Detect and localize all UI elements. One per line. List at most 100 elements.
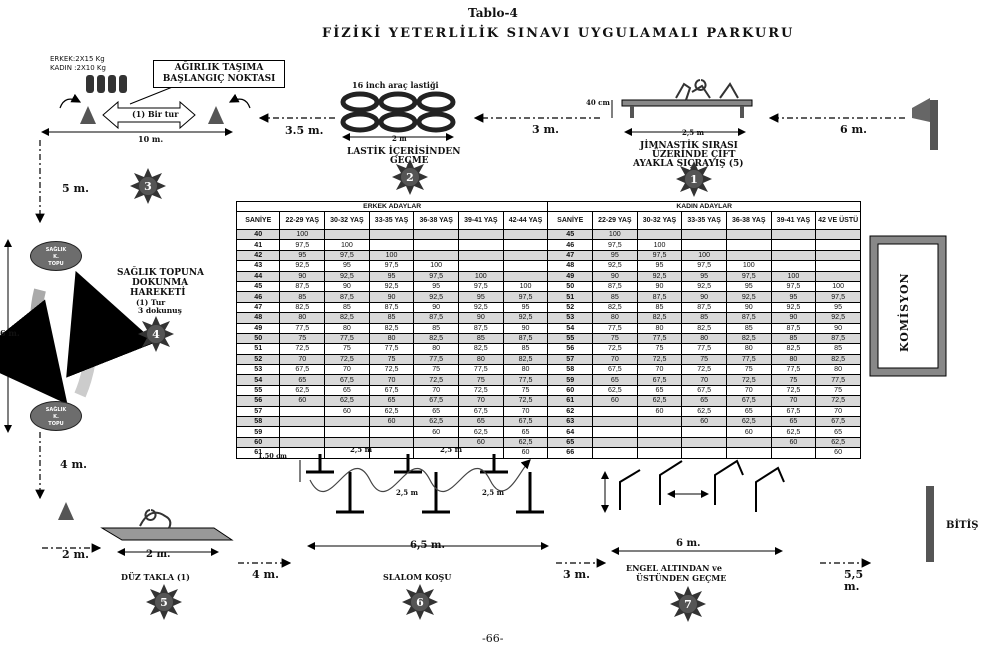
score-cell: 75 (681, 353, 727, 366)
score-cell (324, 228, 370, 241)
finish-post-icon (926, 486, 934, 562)
score-cell: 92,5 (725, 291, 772, 303)
score-cell (279, 447, 326, 459)
score-cell: 90 (725, 301, 772, 314)
score-cell: 90 (592, 270, 638, 282)
score-cell: 65 (725, 405, 772, 418)
score-cell: 82,5 (592, 301, 638, 314)
score-cell: 87,5 (458, 322, 504, 334)
seconds-cell: 53 (547, 312, 594, 324)
bench-icon (621, 79, 753, 118)
start-width: 10 m. (138, 134, 164, 144)
score-cell: 97,5 (815, 291, 861, 303)
score-cell (770, 228, 817, 241)
score-cell: 82,5 (324, 312, 370, 324)
ball-side-length: 6 m. (0, 328, 20, 338)
seconds-cell: 45 (235, 280, 281, 293)
badge-number: 5 (160, 596, 168, 609)
score-cell (725, 228, 772, 241)
score-cell: 72,5 (458, 384, 504, 397)
slalom-pole-icon (306, 454, 544, 514)
seconds-cell: 45 (547, 228, 594, 241)
weight-female: KADIN :2X10 Kg (50, 64, 106, 72)
score-cell: 75 (368, 353, 415, 366)
score-cell (725, 249, 772, 262)
score-cell (770, 249, 817, 262)
station-badge-6: 6 (402, 584, 438, 620)
group-female: KADIN ADAYLAR (547, 201, 861, 212)
seconds-cell: 62 (547, 405, 594, 418)
score-cell: 95 (502, 301, 549, 314)
seconds-cell: 52 (235, 353, 281, 366)
roll-width: 2 m. (146, 549, 171, 560)
score-cell: 90 (815, 322, 861, 334)
seconds-cell: 49 (235, 322, 281, 334)
score-cell: 82,5 (770, 343, 817, 355)
score-cell: 97,5 (770, 280, 817, 293)
distance-5-5m-unit: m. (844, 580, 860, 593)
score-cell: 67,5 (413, 395, 459, 407)
score-cell (502, 270, 549, 282)
score-cell (324, 447, 370, 459)
score-cell (770, 447, 817, 459)
score-cell: 75 (279, 332, 326, 345)
station-badge-7: 7 (670, 586, 706, 622)
score-cell: 65 (413, 405, 459, 418)
score-cell: 82,5 (458, 343, 504, 355)
score-cell: 80 (681, 332, 727, 345)
hurdle-name-2: ÜSTÜNDEN GEÇME (636, 573, 727, 583)
score-cell: 62,5 (458, 426, 504, 438)
score-cell: 72,5 (592, 343, 638, 355)
score-cell: 97,5 (413, 270, 459, 282)
score-cell: 75 (636, 343, 683, 355)
score-cell: 85 (681, 312, 727, 324)
score-cell: 70 (413, 384, 459, 397)
score-cell: 97,5 (368, 260, 415, 272)
score-cell: 100 (502, 280, 549, 293)
score-cell: 60 (681, 416, 727, 428)
score-cell: 70 (681, 374, 727, 386)
seconds-cell: 57 (547, 353, 594, 366)
score-cell: 60 (725, 426, 772, 438)
mat-icon (100, 509, 234, 541)
score-cell: 70 (279, 353, 326, 366)
score-cell (368, 239, 415, 251)
score-cell: 92,5 (815, 312, 861, 324)
badge-number: 6 (416, 596, 424, 609)
score-cell: 85 (368, 312, 415, 324)
score-cell: 75 (324, 343, 370, 355)
score-cell: 85 (279, 291, 326, 303)
score-cell: 95 (368, 270, 415, 282)
score-cell: 80 (279, 312, 326, 324)
column-header: 33-35 YAŞ (368, 211, 415, 230)
score-cell: 77,5 (279, 322, 326, 334)
score-cell (458, 260, 504, 272)
seconds-cell: 48 (235, 312, 281, 324)
seconds-cell: 50 (235, 332, 281, 345)
score-cell: 60 (279, 395, 326, 407)
score-cell: 70 (636, 364, 683, 376)
score-cell (502, 260, 549, 272)
score-cell: 95 (592, 249, 638, 262)
score-cell (279, 405, 326, 418)
score-cell: 97,5 (458, 280, 504, 293)
slalom-name: SLALOM KOŞU (383, 572, 452, 582)
score-cell: 100 (770, 270, 817, 282)
score-cell: 77,5 (324, 332, 370, 345)
column-header: 39-41 YAŞ (458, 211, 504, 230)
seconds-cell: 43 (235, 260, 281, 272)
score-cell: 95 (681, 270, 727, 282)
score-cell: 60 (324, 405, 370, 418)
score-cell: 70 (725, 384, 772, 397)
score-cell: 75 (725, 364, 772, 376)
score-cell: 80 (413, 343, 459, 355)
score-cell: 92,5 (502, 312, 549, 324)
seconds-cell: 46 (235, 291, 281, 303)
distance-5-5m: 5,5 (844, 568, 864, 581)
